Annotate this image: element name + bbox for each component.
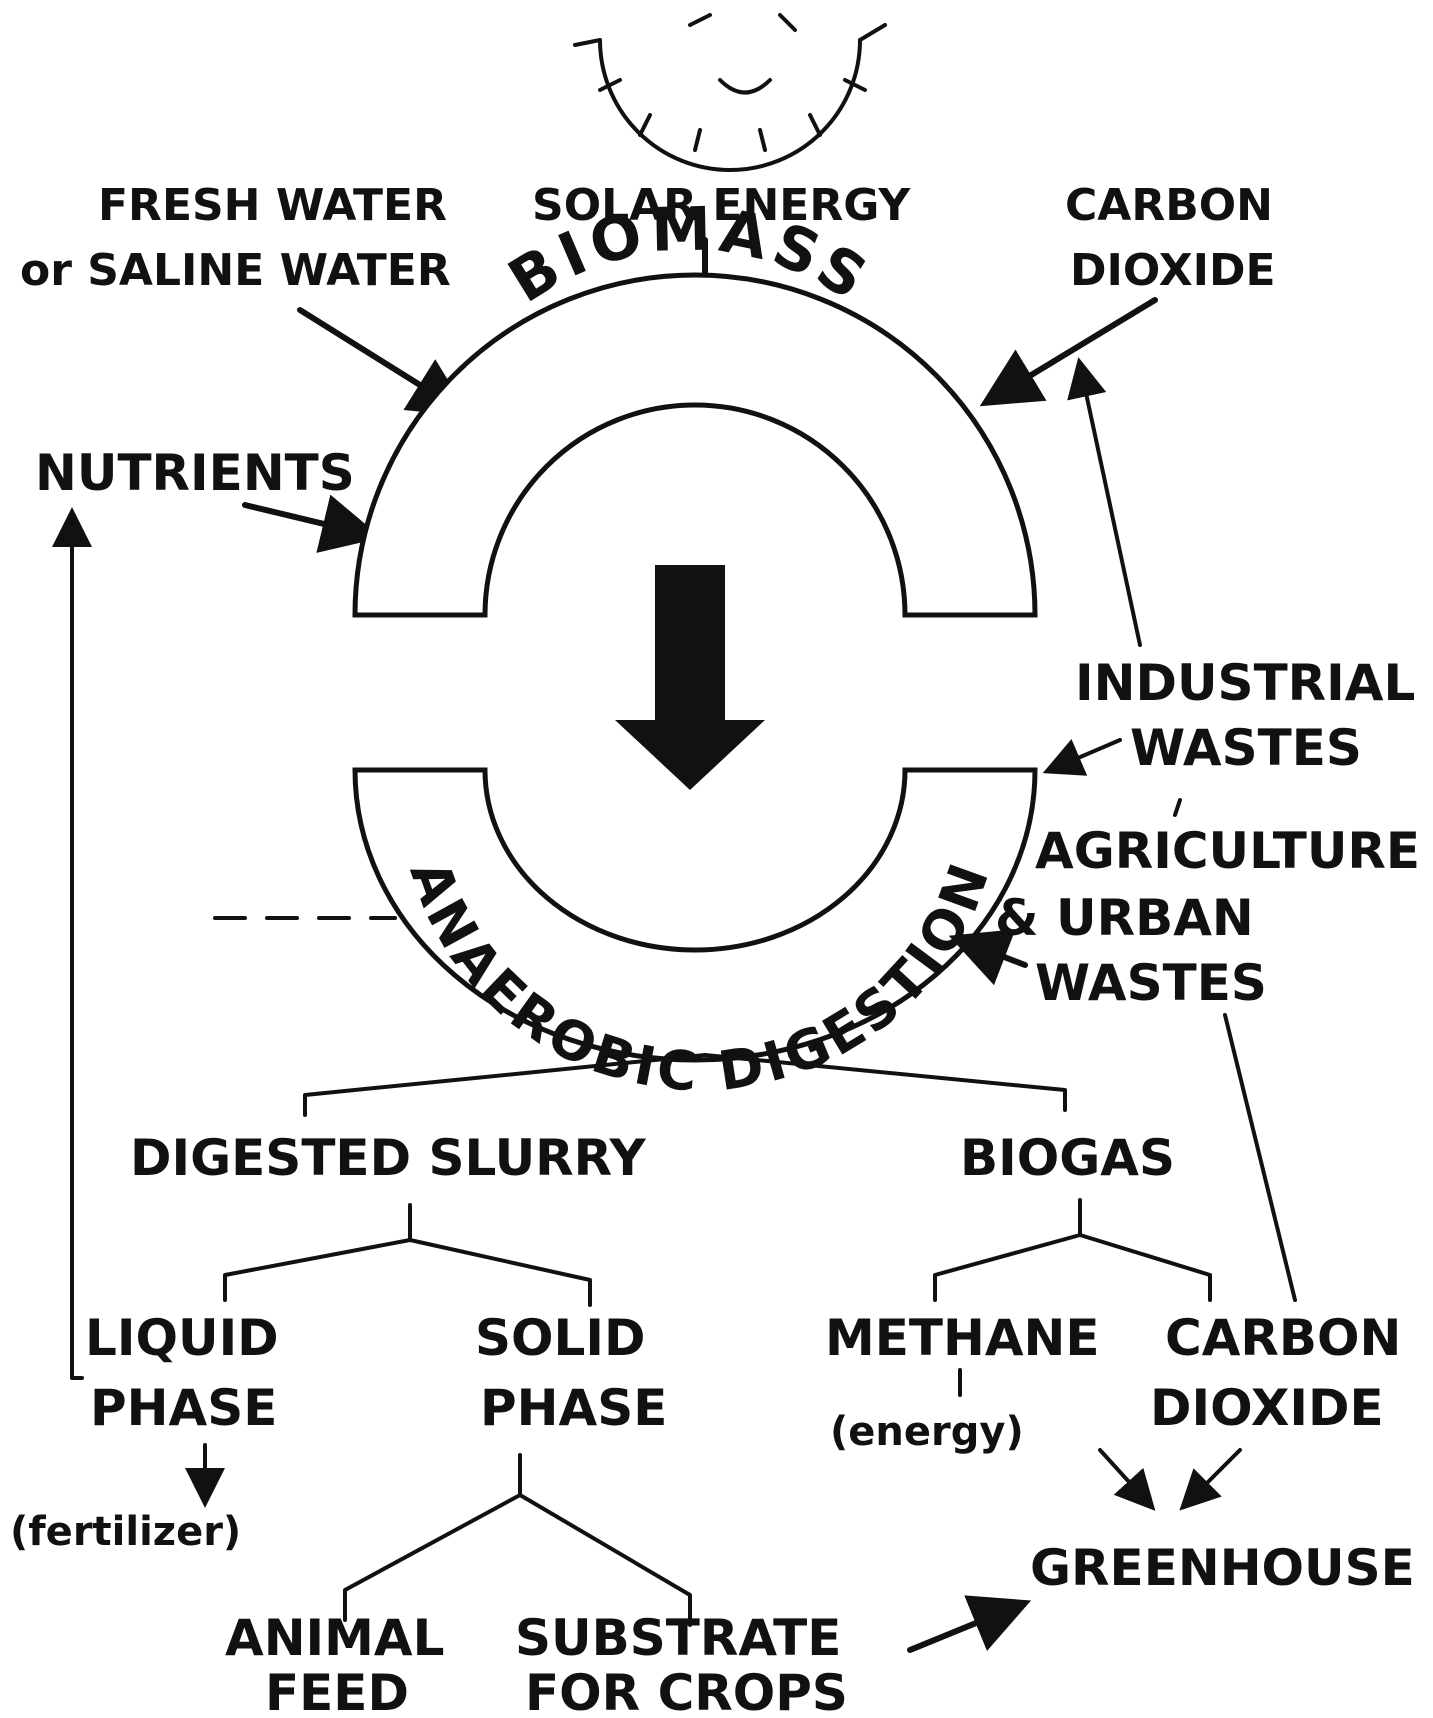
industrial-to-digestion-arrow [1042,738,1122,776]
carbon-dioxide-output-label-2: DIOXIDE [1150,1379,1384,1437]
central-down-arrow [615,565,765,790]
saline-water-label: or SALINE WATER [20,245,451,296]
industrial-wastes-label-1: INDUSTRIAL [1075,654,1415,712]
fresh-water-label: FRESH WATER [98,180,447,231]
energy-label: (energy) [830,1409,1024,1455]
agriculture-wastes-label-3: WASTES [1035,954,1267,1012]
animal-feed-label-2: FEED [265,1664,409,1718]
solar-energy-label: SOLAR ENERGY [532,180,911,231]
substrate-label-1: SUBSTRATE [515,1609,841,1667]
energy-to-greenhouse-arrow [1098,1448,1156,1511]
methane-label: METHANE [825,1309,1100,1367]
fertilizer-label: (fertilizer) [10,1509,241,1555]
biogas-split-bracket-right [1078,1233,1212,1302]
biogas-label: BIOGAS [960,1129,1175,1187]
biomass-band: BIOMASS [352,194,1038,618]
nutrients-feedback-arrow [52,507,92,1380]
slurry-split-bracket [223,1203,412,1302]
anaerobic-digestion-band: ANAEROBIC DIGESTION [352,767,1038,1104]
digested-slurry-label: DIGESTED SLURRY [130,1129,646,1187]
nutrients-arrow [242,494,382,553]
co2-to-greenhouse-arrow [1179,1448,1242,1511]
slurry-split-bracket-right [408,1238,592,1307]
substrate-label-2: FOR CROPS [525,1664,848,1718]
liquid-phase-label-2: PHASE [90,1379,277,1437]
substrate-to-greenhouse-arrow [907,1595,1032,1653]
solid-split-bracket-right [518,1493,692,1627]
agriculture-wastes-label-2: & URBAN [995,889,1254,947]
liquid-phase-label-1: LIQUID [85,1309,279,1367]
animal-feed-label-1: ANIMAL [225,1609,444,1667]
water-arrow [297,307,471,417]
solid-phase-label-1: SOLID [475,1309,645,1367]
co2-input-arrow [979,297,1158,407]
agri-to-digestion-arrow [948,929,1028,986]
industrial-to-co2-arrow [1067,357,1142,647]
industrial-wastes-label-2: WASTES [1130,719,1362,777]
agri-to-industrial-tick [1173,798,1182,817]
greenhouse-label: GREENHOUSE [1030,1539,1415,1597]
agriculture-wastes-label-1: AGRICULTURE [1035,822,1420,880]
solid-split-bracket [343,1453,522,1622]
agri-to-co2-line [1223,1013,1297,1302]
digestion-split-bracket [303,1053,1067,1117]
nutrients-label: NUTRIENTS [35,444,355,502]
sun-icon [573,13,887,172]
solid-phase-label-2: PHASE [480,1379,667,1437]
carbon-dioxide-output-label-1: CARBON [1165,1309,1401,1367]
biogas-split-bracket [933,1198,1082,1302]
carbon-dioxide-input-label-1: CARBON [1065,180,1273,231]
carbon-dioxide-input-label-2: DIOXIDE [1070,245,1276,296]
